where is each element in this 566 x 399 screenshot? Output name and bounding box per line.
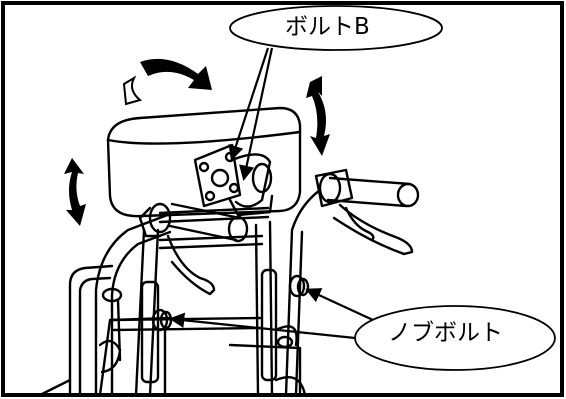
- right-handle-grip: [314, 168, 420, 208]
- leader-knob-bolt-2: [305, 288, 374, 321]
- left-handle-grip: [138, 202, 249, 243]
- rotate-arrow-icon: [122, 58, 212, 106]
- leader-bolt-b-1: [228, 47, 270, 161]
- knob-bolt-right: [288, 274, 310, 298]
- callout-bubble-bolt-b: [229, 5, 443, 51]
- label-bolt-b: ボルトB: [285, 14, 370, 40]
- brake-levers: [166, 203, 414, 296]
- leader-bolt-b-2: [239, 47, 274, 182]
- vertical-adjust-arrow-icon: [306, 76, 330, 156]
- leader-knob-bolt-1: [168, 312, 356, 340]
- right-handle-frame: [254, 188, 322, 397]
- tilt-arrow-icon: [64, 158, 86, 226]
- seat-back-panel: [38, 264, 302, 397]
- headrest-cushion: [106, 106, 302, 218]
- label-knob-bolt: ノブボルト: [388, 320, 503, 346]
